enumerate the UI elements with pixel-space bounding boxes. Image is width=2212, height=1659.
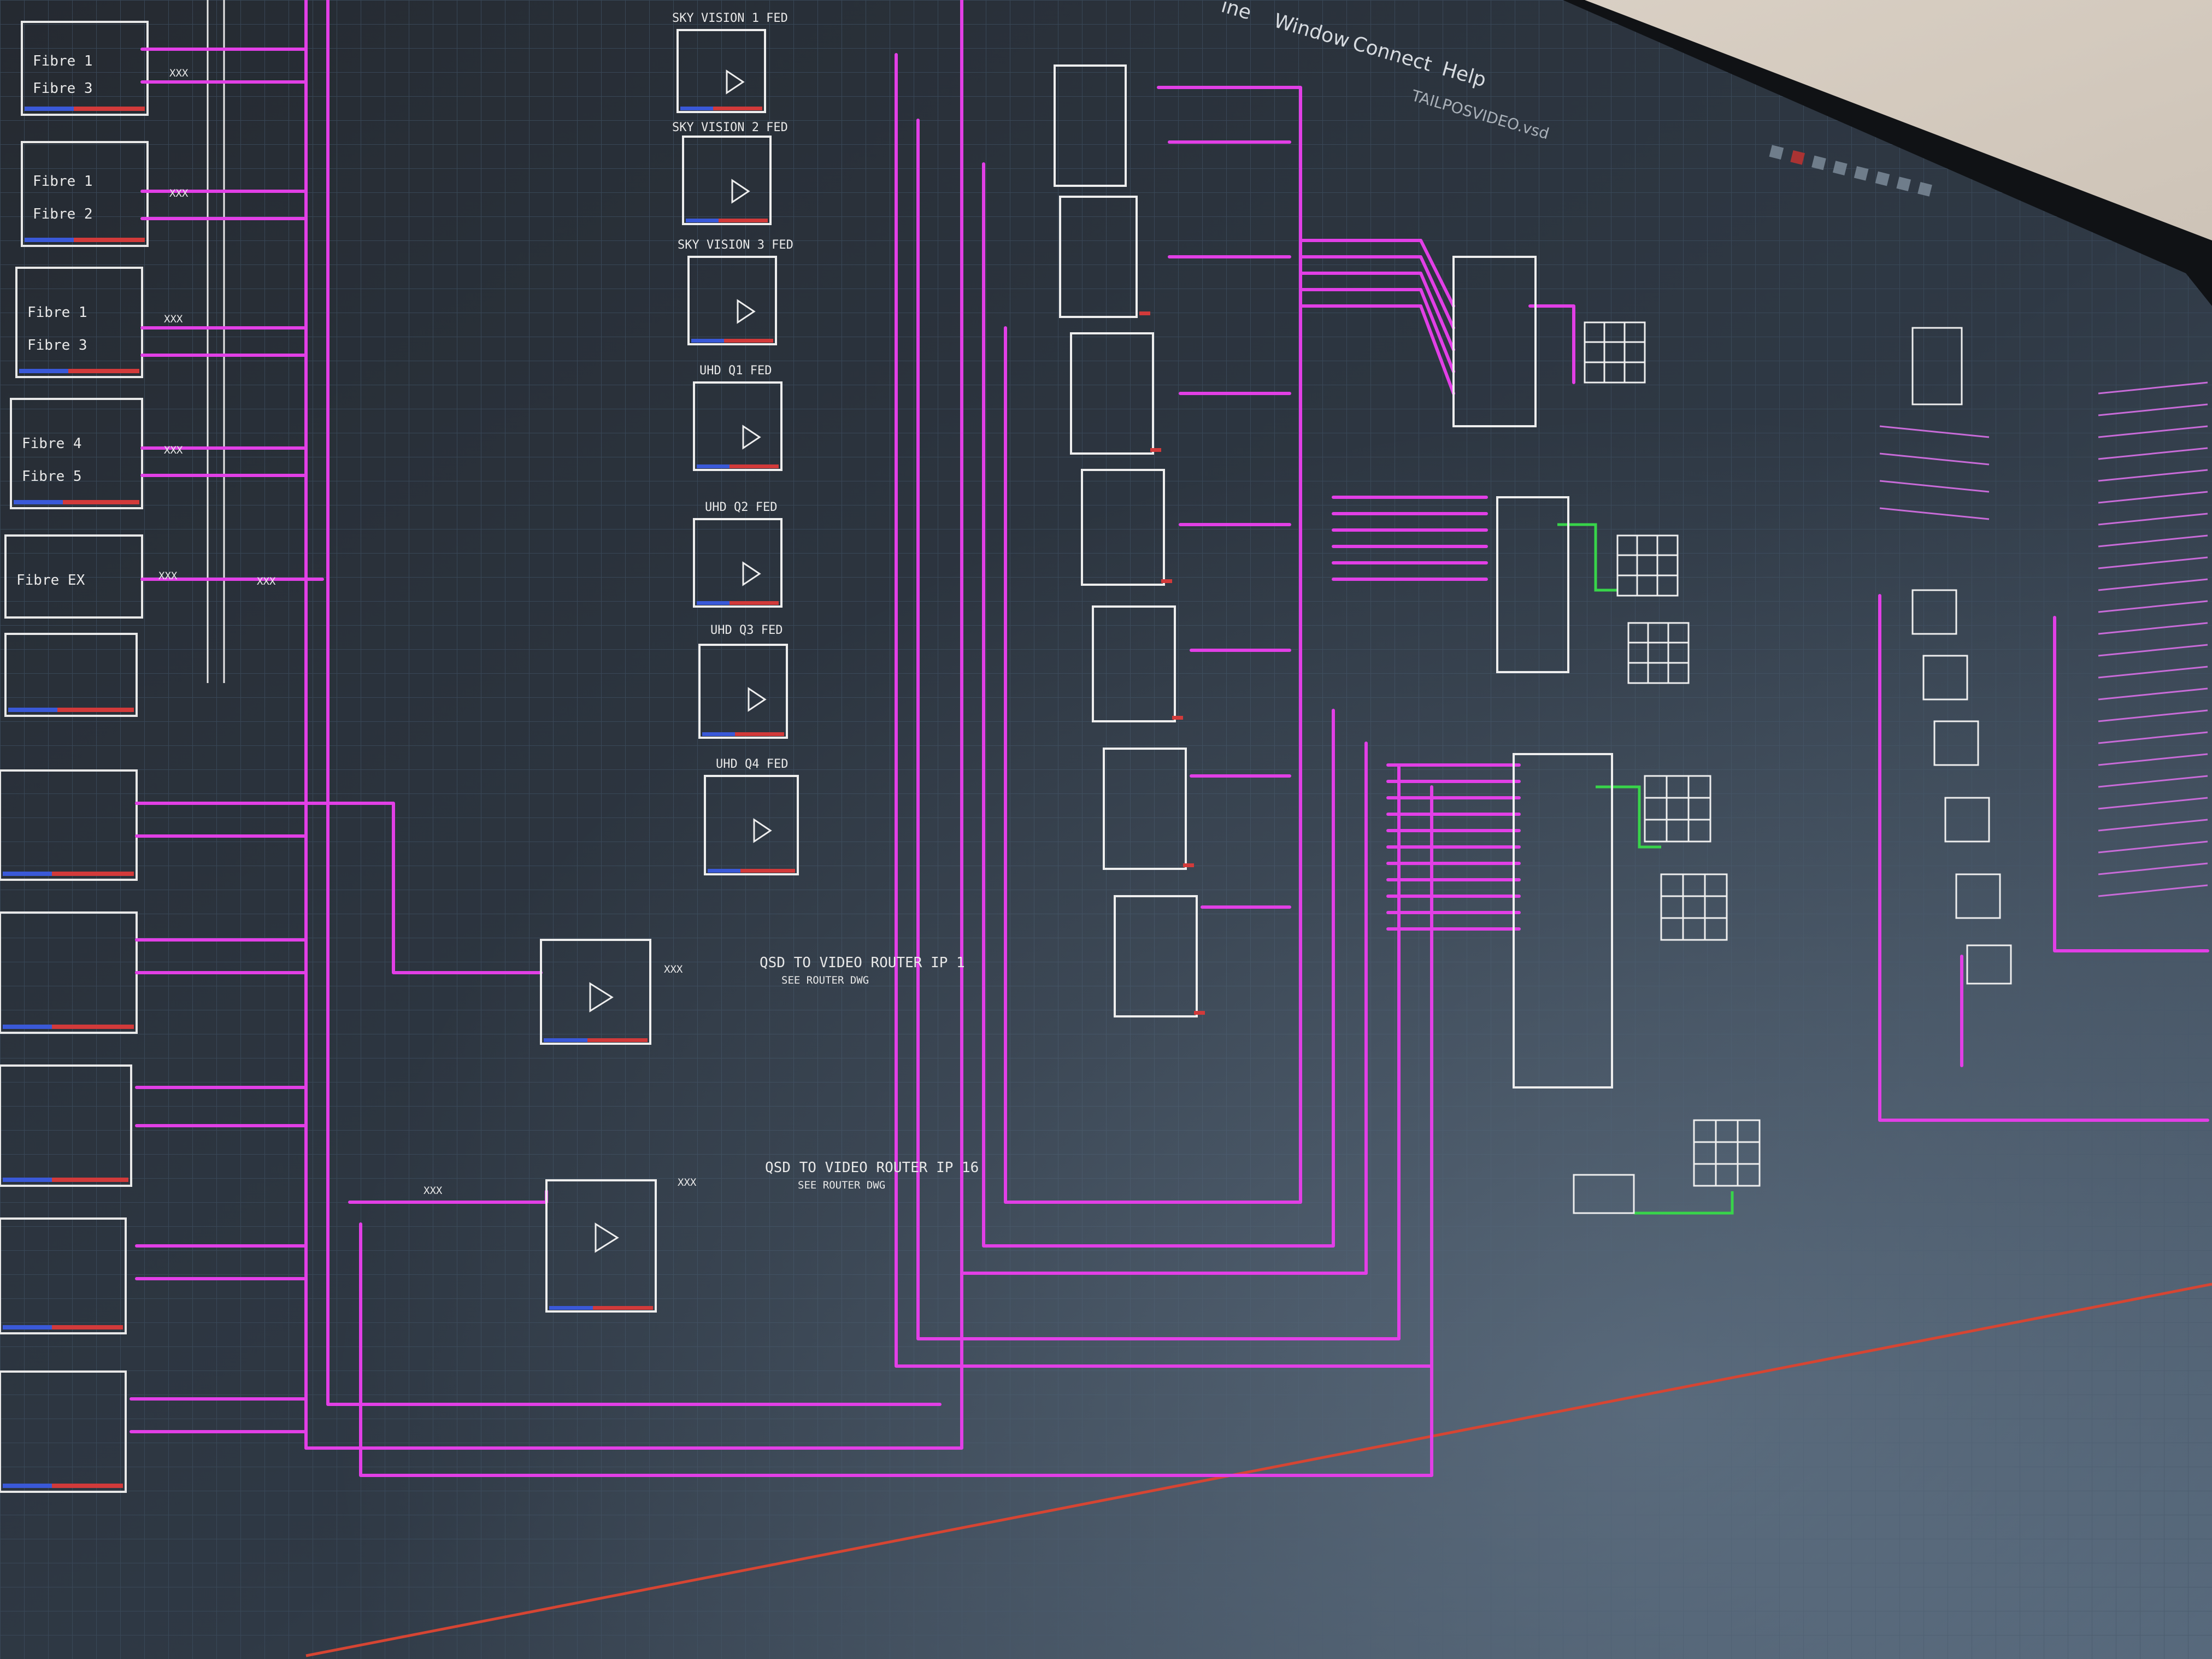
distribution-amp-blocks bbox=[540, 29, 1613, 1313]
block-labels: SKY VISION 1 FED SKY VISION 2 FED SKY VI… bbox=[672, 11, 979, 1191]
amp-triangle-icons bbox=[589, 69, 772, 1253]
fibre-panel-group bbox=[0, 21, 149, 1493]
fibre-label: Fibre EX bbox=[16, 572, 85, 589]
fibre-label: Fibre 3 bbox=[33, 80, 93, 97]
connector-label: XXX bbox=[158, 570, 178, 582]
block-label: SKY VISION 2 FED bbox=[672, 121, 788, 134]
block-label: UHD Q1 FED bbox=[699, 364, 772, 378]
connector-label: XXX bbox=[169, 67, 189, 79]
amplifier-icon bbox=[589, 982, 614, 1013]
fibre-label: Fibre 1 bbox=[27, 304, 87, 321]
red-guide-line bbox=[305, 1283, 2212, 1657]
fibre-label: Fibre 5 bbox=[22, 468, 82, 485]
amplifier-icon bbox=[595, 1222, 619, 1253]
multiviewer-monitor-icon bbox=[1616, 534, 1679, 597]
amplifier-icon bbox=[753, 818, 772, 843]
left-bus-lines bbox=[207, 0, 225, 683]
fibre-labels: Fibre 1 Fibre 3 Fibre 1 Fibre 2 Fibre 1 … bbox=[16, 53, 93, 589]
toolbar-icon[interactable] bbox=[1790, 150, 1805, 165]
multiviewer-monitor-icon bbox=[1644, 775, 1711, 843]
router-destination-label: QSD TO VIDEO ROUTER IP 16 bbox=[765, 1160, 979, 1176]
connector-label: XXX bbox=[257, 575, 276, 587]
toolbar-icon[interactable] bbox=[1832, 161, 1848, 175]
multiviewer-monitor-icon bbox=[1693, 1119, 1761, 1187]
multiviewer-box bbox=[1573, 1174, 1635, 1214]
block-label: UHD Q2 FED bbox=[705, 501, 777, 514]
toolbar-icon[interactable] bbox=[1896, 177, 1911, 192]
amplifier-icon bbox=[726, 69, 745, 95]
toolbar-icon[interactable] bbox=[1917, 182, 1932, 197]
toolbar-icons bbox=[1769, 145, 1932, 197]
magenta-signal-wiring bbox=[130, 0, 2209, 1477]
fibre-label: Fibre 1 bbox=[33, 53, 93, 69]
fibre-panel-status-bars bbox=[3, 107, 145, 1488]
amplifier-icon bbox=[742, 561, 761, 586]
fibre-label: Fibre 2 bbox=[33, 206, 93, 222]
block-label: UHD Q4 FED bbox=[716, 757, 788, 771]
amplifier-icon bbox=[737, 299, 756, 324]
connector-labels: XXX XXX XXX XXX XXX XXX XXX XXX XXX bbox=[158, 67, 697, 1197]
fibre-label: Fibre 3 bbox=[27, 337, 87, 354]
toolbar-icon[interactable] bbox=[1854, 166, 1869, 181]
router-destination-label: QSD TO VIDEO ROUTER IP 1 bbox=[760, 955, 965, 971]
router-reference-label: SEE ROUTER DWG bbox=[781, 974, 869, 986]
multiviewer-monitor-icon bbox=[1660, 873, 1728, 941]
router-column bbox=[1879, 381, 2208, 897]
block-label: SKY VISION 3 FED bbox=[678, 238, 793, 252]
block-status-bars bbox=[544, 107, 1205, 1310]
fibre-label: Fibre 4 bbox=[22, 436, 82, 452]
amplifier-icon bbox=[742, 425, 761, 450]
amplifier-icon bbox=[731, 179, 750, 204]
router-reference-label: SEE ROUTER DWG bbox=[798, 1179, 885, 1191]
connector-label: XXX bbox=[164, 313, 183, 325]
connector-label: XXX bbox=[423, 1185, 443, 1197]
multiviewer-monitors bbox=[1573, 321, 1761, 1214]
right-panel-blocks bbox=[1911, 327, 2012, 985]
block-label: SKY VISION 1 FED bbox=[672, 11, 788, 25]
fibre-label: Fibre 1 bbox=[33, 173, 93, 190]
multiviewer-monitor-icon bbox=[1584, 321, 1646, 384]
connector-label: XXX bbox=[664, 963, 683, 975]
connector-label: XXX bbox=[678, 1176, 697, 1189]
green-monitor-links bbox=[1557, 523, 1734, 1215]
connector-label: XXX bbox=[164, 444, 183, 456]
toolbar-icon[interactable] bbox=[1769, 145, 1784, 160]
amplifier-icon bbox=[748, 687, 767, 712]
toolbar-icon[interactable] bbox=[1875, 171, 1890, 186]
multiviewer-monitor-icon bbox=[1627, 622, 1690, 684]
connector-label: XXX bbox=[169, 187, 189, 199]
toolbar-icon[interactable] bbox=[1811, 155, 1826, 170]
block-label: UHD Q3 FED bbox=[710, 623, 783, 637]
